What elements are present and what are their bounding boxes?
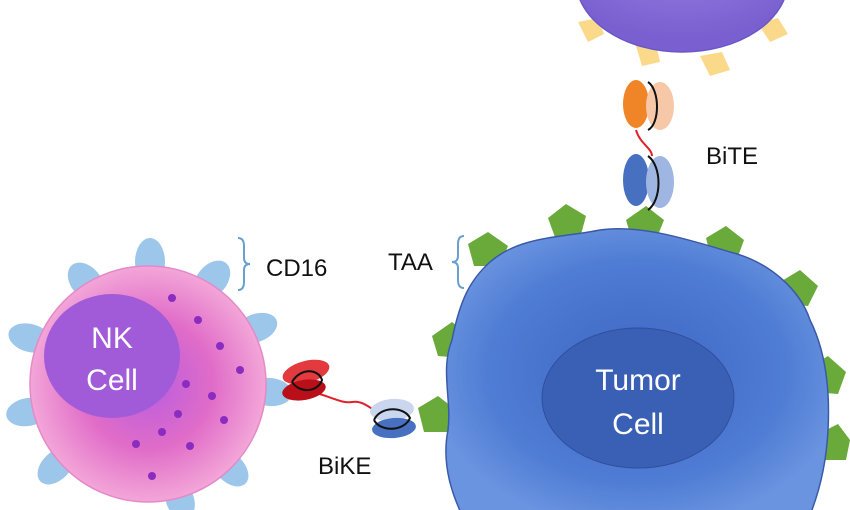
tumor-cell-label-line1: Tumor — [595, 364, 681, 397]
granule — [194, 316, 202, 324]
cd16-label: CD16 — [266, 255, 327, 282]
bite-molecule — [623, 80, 674, 211]
taa-antigen — [418, 396, 456, 432]
bike-domain-outline — [291, 370, 324, 391]
bite-label: BiTE — [706, 143, 758, 170]
bite-linker — [635, 129, 653, 157]
tumor-cell: Tumor Cell — [418, 204, 850, 510]
bike-molecule — [282, 359, 416, 439]
bite-anti-cd3-domain — [646, 82, 674, 130]
t-cell-body — [579, 0, 785, 53]
tumor-cell-label-line2: Cell — [612, 408, 664, 441]
bike-linker — [311, 391, 381, 415]
taa-bracket — [451, 235, 465, 289]
nk-granules — [132, 294, 244, 480]
granule — [186, 442, 194, 450]
bite-anti-taa-domain — [646, 156, 674, 208]
granule — [168, 294, 176, 302]
nk-cell-label-line1: NK — [91, 322, 133, 355]
bite-domain-outline — [647, 81, 658, 131]
tumor-cell-nucleus — [541, 327, 735, 469]
granule — [216, 342, 224, 350]
t-cell-receptor — [700, 52, 730, 76]
granule — [148, 472, 156, 480]
taa-label: TAA — [388, 249, 433, 276]
bite-domain-outline — [647, 155, 660, 211]
granule — [208, 392, 216, 400]
granule — [174, 410, 182, 418]
nk-cell: NK Cell — [6, 238, 292, 510]
granule — [132, 440, 140, 448]
bike-domain-outline — [373, 408, 412, 430]
nk-cell-nucleus — [44, 294, 180, 418]
granule — [236, 366, 244, 374]
granule — [158, 428, 166, 436]
t-cell — [578, 0, 788, 76]
granule — [220, 416, 228, 424]
granule — [182, 380, 190, 388]
bite-anti-taa-domain — [623, 154, 649, 206]
cd16-bracket — [237, 237, 251, 291]
taa-antigen — [548, 204, 586, 240]
bite-anti-cd3-domain — [623, 80, 649, 128]
bike-label: BiKE — [318, 453, 371, 480]
nk-cell-label-line2: Cell — [86, 364, 138, 397]
